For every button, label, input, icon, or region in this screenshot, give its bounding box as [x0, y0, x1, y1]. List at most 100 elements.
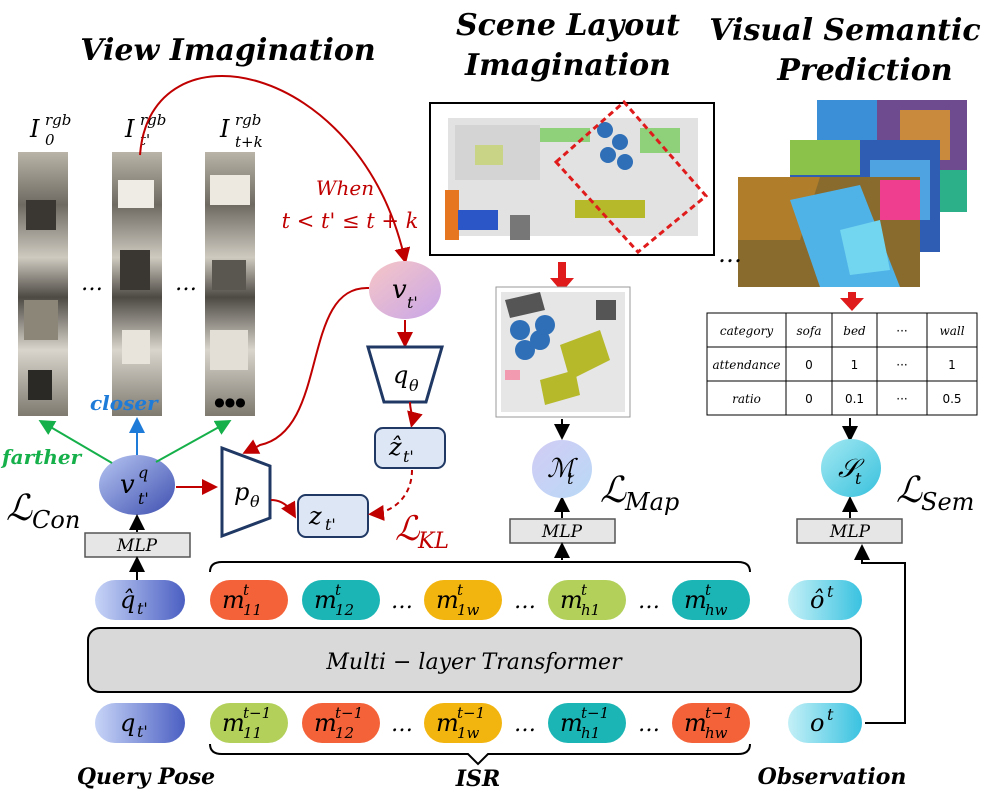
- panorama-label-0: I 0 rgb: [29, 111, 71, 149]
- svg-text:t': t': [138, 489, 149, 508]
- node-v-q: v t' q: [99, 455, 175, 515]
- label-isr: ISR: [455, 766, 500, 792]
- svg-text:m: m: [684, 586, 707, 614]
- table-cell: ···: [896, 392, 907, 406]
- svg-text:θ: θ: [409, 376, 419, 395]
- svg-text:MLP: MLP: [541, 522, 583, 542]
- svg-text:m: m: [222, 586, 245, 614]
- mlp-map: MLP: [509, 518, 616, 544]
- svg-text:t: t: [827, 582, 834, 601]
- condition-line2: t < t' ≤ t + k: [282, 209, 419, 233]
- arrow-obs-to-mlp-sem: [854, 544, 906, 724]
- svg-text:q: q: [138, 463, 148, 482]
- obs-token-top: ô t: [788, 580, 862, 620]
- ellipsis-tokens: …: [391, 589, 413, 614]
- panorama-label-t-plus-k: I t+k rgb: [219, 111, 263, 151]
- svg-text:12: 12: [335, 724, 354, 742]
- svg-text:hw: hw: [705, 724, 728, 742]
- svg-text:1w: 1w: [457, 601, 480, 619]
- svg-text:Map: Map: [624, 488, 679, 516]
- svg-text:m: m: [684, 709, 707, 737]
- svg-text:0: 0: [45, 131, 55, 149]
- svg-text:q̂: q̂: [120, 586, 135, 614]
- svg-text:z: z: [308, 502, 322, 530]
- local-map: [495, 286, 631, 418]
- table-cell: 0: [805, 392, 813, 406]
- condition-line1: When: [316, 176, 374, 200]
- svg-text:rgb: rgb: [45, 111, 71, 129]
- semantic-image-front: [738, 177, 920, 287]
- ellipsis-tokens: …: [638, 589, 660, 614]
- svg-text:m: m: [314, 709, 337, 737]
- title-visual-semantic-line1: Visual Semantic: [709, 13, 980, 48]
- loss-con: ℒ Con: [6, 488, 80, 534]
- svg-text:t+k: t+k: [235, 133, 263, 151]
- svg-text:θ: θ: [250, 492, 260, 511]
- query-token-bottom: q t': [95, 703, 185, 743]
- arrow-vt-to-ptheta: [242, 286, 370, 454]
- red-arrow-sem-head: [840, 298, 864, 311]
- title-scene-layout-line2: Imagination: [464, 48, 671, 83]
- arrow-kl-dashed: [368, 469, 413, 521]
- table-cell: ratio: [732, 392, 761, 406]
- ellipsis-tokens: …: [638, 712, 660, 737]
- svg-text:MLP: MLP: [116, 536, 158, 556]
- svg-text:t−1: t−1: [581, 704, 609, 722]
- svg-text:rgb: rgb: [235, 111, 261, 129]
- table-cell: 0.1: [845, 392, 864, 406]
- bracket-top-tokens: [209, 561, 751, 573]
- label-observation: Observation: [758, 764, 907, 790]
- svg-text:MLP: MLP: [829, 522, 871, 542]
- svg-text:ℒ: ℒ: [600, 470, 627, 511]
- arrow-it-prime-to-vt: [139, 75, 411, 264]
- node-z: z t': [297, 494, 369, 538]
- scene-layout-map: [429, 99, 715, 256]
- table-cell: 0: [805, 358, 813, 372]
- svg-text:m: m: [436, 586, 459, 614]
- svg-text:t': t': [137, 599, 148, 618]
- obs-token-bottom: o t: [788, 703, 862, 743]
- node-v-t-prime: v t': [369, 261, 441, 319]
- mlp-sem: MLP: [796, 518, 903, 544]
- ellipsis-panoramas-2: …: [175, 271, 197, 296]
- svg-text:t: t: [581, 581, 588, 599]
- svg-text:h1: h1: [581, 724, 600, 742]
- ellipsis-tokens: …: [514, 589, 536, 614]
- label-query-pose: Query Pose: [77, 764, 215, 790]
- mlp-query: MLP: [84, 532, 191, 558]
- svg-text:ô: ô: [810, 586, 824, 614]
- bracket-bottom-tokens: [209, 743, 751, 766]
- node-s-t: 𝒮 t: [821, 439, 881, 497]
- svg-text:Con: Con: [32, 506, 80, 534]
- label-farther: farther: [0, 445, 83, 469]
- svg-text:t': t': [325, 515, 336, 534]
- svg-text:h1: h1: [581, 601, 600, 619]
- red-arrow-map-head: [550, 278, 574, 292]
- svg-text:t: t: [705, 581, 712, 599]
- query-token-top: q̂ t': [95, 580, 185, 620]
- table-cell: sofa: [797, 324, 822, 338]
- table-cell: ···: [896, 324, 907, 338]
- arrow-farther-right: [155, 420, 232, 463]
- svg-text:t: t: [457, 581, 464, 599]
- svg-text:t: t: [567, 469, 574, 488]
- svg-text:q: q: [120, 709, 135, 737]
- svg-text:11: 11: [243, 601, 262, 619]
- svg-text:ℒ: ℒ: [395, 509, 421, 549]
- svg-text:m: m: [560, 709, 583, 737]
- svg-text:t−1: t−1: [243, 704, 271, 722]
- svg-text:m: m: [222, 709, 245, 737]
- svg-text:KL: KL: [417, 529, 449, 554]
- table-cell: category: [720, 324, 773, 338]
- svg-text:t−1: t−1: [335, 704, 363, 722]
- svg-text:t': t': [407, 293, 418, 312]
